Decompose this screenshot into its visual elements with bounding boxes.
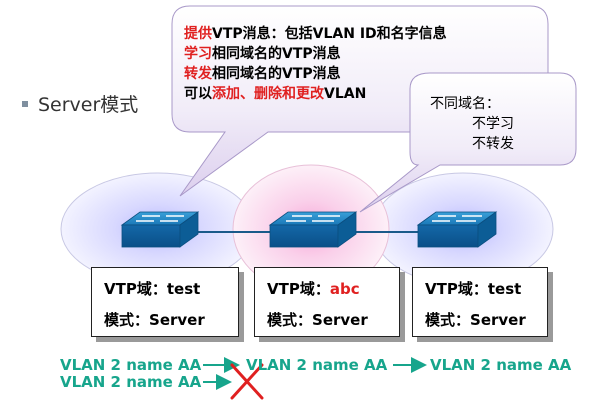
callout-note-bubble (359, 72, 577, 213)
callout-note-text: 不同域名： 不学习 不转发 (430, 94, 514, 154)
domain-value: abc (329, 280, 360, 298)
blocked-x-icon (230, 363, 264, 400)
callout-main-bubble (171, 5, 549, 197)
switch-icon-right (416, 211, 498, 248)
vlan-label-middle: VLAN 2 name AA (246, 356, 388, 374)
mode-label: 模式： (104, 311, 150, 329)
domain-label: VTP域： (104, 280, 167, 298)
switch-info-box-left: VTP域：test 模式：Server (91, 267, 239, 337)
callout-line-3-rest: 相同域名的VTP消息 (212, 66, 341, 82)
callout-line-1: 提供VTP消息：包括VLAN ID和名字信息 (184, 24, 447, 44)
callout-line-1-highlight: 提供 (184, 26, 212, 42)
callout-line-2-rest: 相同域名的VTP消息 (212, 46, 341, 62)
callout-line-3: 转发相同域名的VTP消息 (184, 64, 447, 84)
callout-line-2: 学习相同域名的VTP消息 (184, 44, 447, 64)
bullet-server-mode: Server模式 (22, 90, 138, 117)
mode-value: Server (470, 311, 526, 329)
domain-label: VTP域： (267, 280, 330, 298)
domain-value: test (487, 280, 522, 298)
callout-line-4-highlight: 添加、删除和更改 (212, 86, 324, 102)
vlan-label-left-top: VLAN 2 name AA (60, 356, 202, 374)
switch-info-box-middle: VTP域：abc 模式：Server (254, 267, 400, 337)
vlan-label-left-bottom: VLAN 2 name AA (60, 373, 202, 391)
switch-info-box-right: VTP域：test 模式：Server (412, 267, 548, 337)
bullet-text: Server模式 (38, 94, 139, 116)
mode-label: 模式： (425, 311, 471, 329)
note-line-2: 不学习 (472, 116, 514, 132)
callout-line-1-rest: VTP消息：包括VLAN ID和名字信息 (212, 26, 447, 42)
mode-label: 模式： (267, 311, 313, 329)
mode-value: Server (312, 311, 368, 329)
callout-line-4-prefix: 可以 (184, 86, 212, 102)
domain-value: test (166, 280, 201, 298)
callout-line-4: 可以添加、删除和更改VLAN (184, 84, 447, 104)
callout-line-3-highlight: 转发 (184, 66, 212, 82)
note-line-3: 不转发 (472, 136, 514, 152)
switch-icon-middle (268, 211, 358, 248)
callout-line-4-suffix: VLAN (324, 86, 367, 102)
domain-label: VTP域： (425, 280, 488, 298)
callout-line-2-highlight: 学习 (184, 46, 212, 62)
bullet-square-icon (22, 100, 28, 107)
note-line-1: 不同域名： (430, 96, 500, 112)
callout-main-text: 提供VTP消息：包括VLAN ID和名字信息 学习相同域名的VTP消息 转发相同… (184, 24, 447, 104)
vlan-label-right: VLAN 2 name AA (430, 356, 572, 374)
mode-value: Server (149, 311, 205, 329)
switch-icon-left (120, 211, 200, 248)
